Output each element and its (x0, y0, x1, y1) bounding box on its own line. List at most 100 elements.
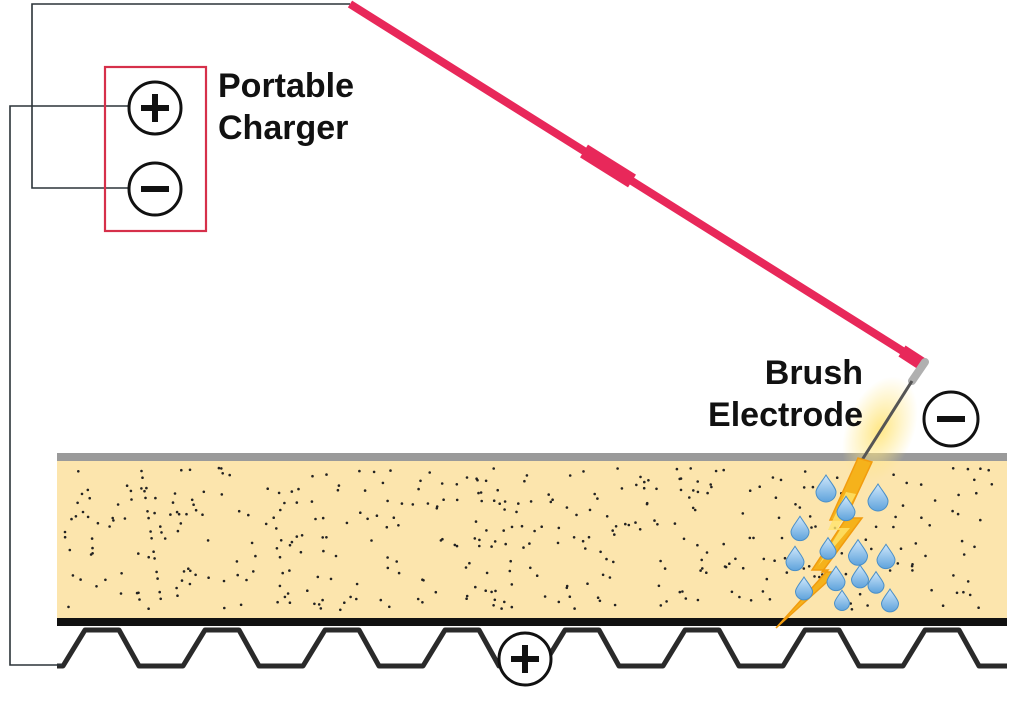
speckle (474, 585, 477, 589)
speckle (599, 550, 602, 554)
speckle (297, 487, 300, 491)
speckle (780, 536, 784, 540)
speckle (465, 597, 468, 600)
speckle (185, 512, 188, 516)
water-drop-icon (836, 495, 856, 522)
speckle (774, 496, 778, 500)
negative-wire (31, 3, 350, 189)
speckle (696, 598, 700, 602)
speckle (675, 467, 679, 471)
speckle (659, 604, 663, 607)
speckle (245, 578, 248, 582)
speckle (870, 547, 873, 551)
speckle (973, 478, 976, 482)
electrode-negative-terminal (922, 390, 980, 448)
speckle (250, 541, 254, 545)
speckle (540, 525, 543, 528)
lead-wire-end (898, 345, 926, 370)
speckle (175, 510, 179, 514)
speckle (502, 529, 506, 532)
speckle (584, 547, 587, 550)
speckle (528, 542, 531, 545)
speckle (310, 500, 314, 503)
speckle (385, 525, 389, 529)
speckle (957, 493, 960, 497)
speckle (905, 481, 908, 485)
speckle (529, 566, 532, 570)
speckle (504, 542, 508, 546)
speckle (468, 561, 471, 565)
speckle (485, 529, 488, 532)
speckle (221, 472, 224, 475)
speckle (254, 554, 257, 558)
speckle (295, 501, 299, 504)
speckle (493, 598, 497, 602)
speckle (568, 474, 572, 477)
speckle (699, 569, 702, 572)
speckle (140, 469, 143, 473)
speckle (158, 590, 161, 594)
speckle (392, 516, 396, 519)
speckle (691, 506, 695, 510)
speckle (673, 522, 677, 525)
speckle (322, 549, 325, 553)
speckle (222, 579, 226, 583)
speckle (551, 498, 554, 502)
speckle (910, 564, 914, 568)
speckle (325, 473, 328, 476)
speckle (696, 490, 700, 494)
speckle (366, 517, 369, 521)
speckle (639, 475, 642, 479)
speckle (901, 504, 905, 507)
speckle (140, 487, 143, 490)
lead-wire (347, 0, 923, 366)
speckle (236, 573, 239, 577)
speckle (152, 550, 155, 553)
deck-plate (57, 618, 1007, 626)
speckle (247, 513, 250, 517)
speckle (761, 590, 765, 593)
speckle (951, 467, 955, 470)
speckle (503, 600, 506, 604)
speckle (426, 502, 430, 505)
speckle (379, 598, 383, 602)
speckle (358, 469, 361, 473)
speckle (295, 535, 299, 538)
speckle (190, 498, 194, 502)
speckle (156, 577, 159, 580)
speckle (892, 525, 895, 529)
speckle (319, 607, 323, 610)
speckle (962, 553, 966, 556)
speckle (153, 511, 156, 515)
speckle (496, 488, 500, 492)
speckle (638, 528, 642, 531)
lead-wire-connector (580, 144, 636, 188)
speckle (86, 488, 90, 492)
speckle (86, 515, 90, 519)
speckle (336, 488, 340, 492)
speckle (844, 572, 848, 576)
speckle (840, 552, 844, 555)
speckle (176, 594, 179, 597)
speckle (503, 500, 507, 503)
speckle (421, 578, 424, 581)
speckle (714, 469, 718, 473)
speckle (375, 514, 379, 517)
speckle (194, 573, 197, 577)
speckle (990, 483, 994, 486)
speckle (485, 571, 489, 575)
speckle (104, 578, 107, 582)
water-drop-icon (847, 538, 869, 566)
speckle (169, 513, 172, 516)
speckle (635, 483, 638, 487)
speckle (659, 559, 662, 563)
speckle (80, 492, 84, 496)
electrode-label-line2: Electrode (708, 396, 863, 434)
speckle (339, 608, 342, 612)
charger-box (103, 65, 208, 233)
speckle (864, 538, 868, 541)
speckle (785, 571, 789, 574)
speckle (706, 491, 709, 495)
speckle (440, 482, 444, 485)
speckle (171, 501, 175, 504)
